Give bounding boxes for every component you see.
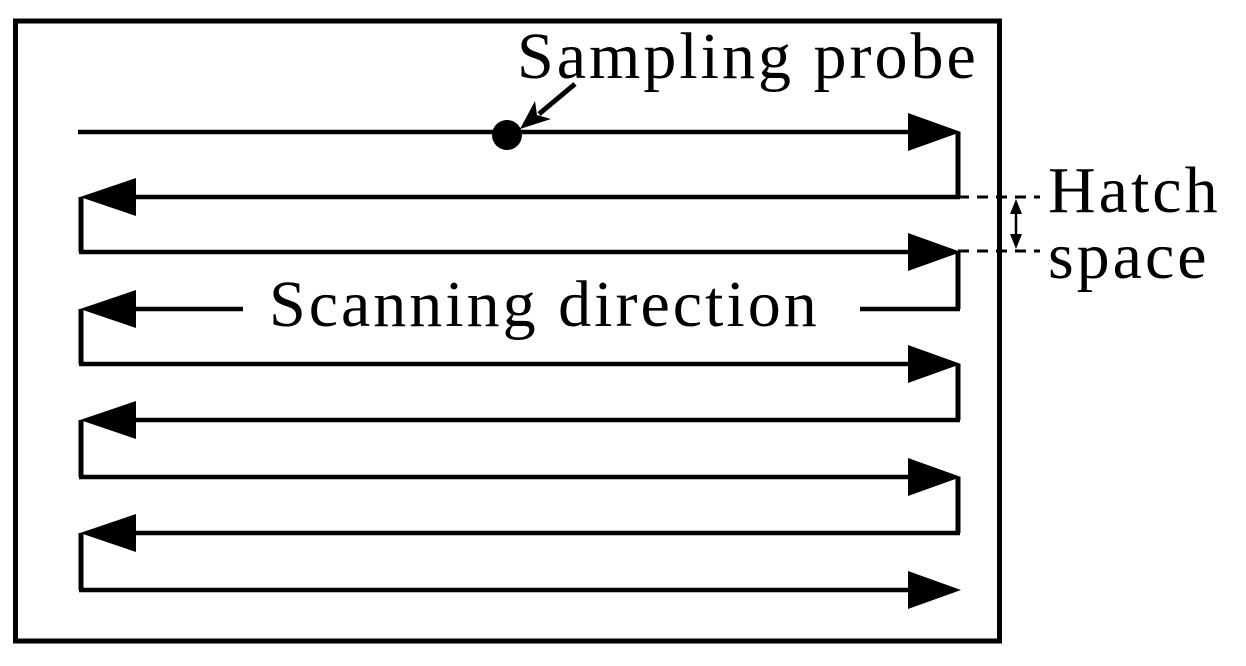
probe-pointer-arrowhead-icon	[520, 101, 551, 129]
hatch-dimension-arrowhead-up-icon	[1010, 199, 1022, 214]
scan-arrowhead-left-icon	[80, 290, 136, 328]
probe-marker-dot	[492, 120, 522, 150]
scan-arrowhead-right-icon	[908, 458, 961, 496]
scan-path-layer	[78, 113, 961, 609]
scan-arrowhead-right-icon	[908, 345, 961, 383]
scan-arrowhead-left-icon	[80, 514, 136, 552]
scan-arrowhead-left-icon	[80, 401, 136, 439]
hatch-space-label-line1: Hatch	[1048, 154, 1221, 227]
scan-arrowhead-right-icon	[908, 113, 961, 151]
probe-pointer-shaft	[537, 82, 577, 116]
hatch-dimension-arrowhead-down-icon	[1010, 234, 1022, 249]
scan-arrowhead-left-icon	[80, 178, 136, 216]
scanning-direction-label: Scanning direction	[269, 268, 820, 341]
sampling-probe-label: Sampling probe	[517, 20, 979, 93]
probe-pointer-arrow	[520, 82, 577, 129]
hatch-annotation	[958, 195, 1040, 253]
hatch-space-label-line2: space	[1048, 220, 1210, 293]
scan-area-border	[13, 18, 1002, 644]
scan-arrowhead-right-icon	[908, 233, 961, 271]
scan-arrowhead-right-icon	[908, 571, 961, 609]
